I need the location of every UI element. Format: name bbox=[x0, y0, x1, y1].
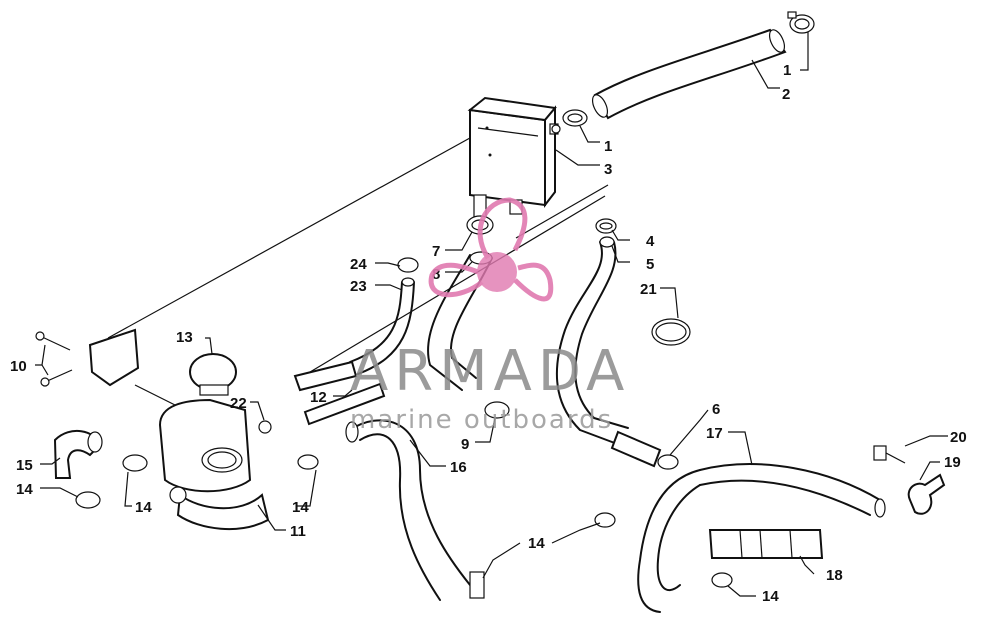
callout-14-c: 14 bbox=[292, 499, 309, 516]
leader-lines bbox=[35, 32, 948, 597]
brand-tagline: marine outboards bbox=[350, 405, 613, 435]
callout-19: 19 bbox=[944, 454, 961, 471]
callout-14-b: 14 bbox=[135, 499, 152, 516]
coolant-tank-3 bbox=[467, 96, 561, 221]
cap-13 bbox=[189, 353, 237, 396]
callout-5: 5 bbox=[646, 256, 654, 273]
callout-8: 8 bbox=[432, 266, 440, 283]
callout-3: 3 bbox=[604, 161, 612, 178]
fitting-22 bbox=[258, 420, 272, 434]
hose-12 bbox=[293, 360, 386, 426]
callout-14-a: 14 bbox=[16, 481, 33, 498]
callout-1-top: 1 bbox=[783, 62, 791, 79]
watermark: ARMADA marine outboards bbox=[350, 197, 630, 435]
callout-10: 10 bbox=[10, 358, 27, 375]
tank-11 bbox=[158, 398, 270, 531]
bracket bbox=[88, 328, 140, 387]
callout-2: 2 bbox=[782, 86, 790, 103]
sleeve-18 bbox=[708, 529, 824, 559]
callout-16: 16 bbox=[450, 459, 467, 476]
hose-17 bbox=[637, 463, 886, 613]
clamp-4 bbox=[595, 218, 617, 234]
hose-5 bbox=[555, 236, 629, 446]
callout-14-d: 14 bbox=[528, 535, 545, 552]
callout-12: 12 bbox=[310, 389, 327, 406]
armada-propeller-logo bbox=[428, 197, 554, 302]
callout-7: 7 bbox=[432, 243, 440, 260]
clamp-1-mid bbox=[562, 109, 588, 127]
callout-11: 11 bbox=[290, 523, 306, 540]
callouts: 1 2 1 3 4 5 21 7 8 24 23 13 10 22 12 9 1… bbox=[10, 62, 967, 605]
callout-17: 17 bbox=[706, 425, 723, 442]
hose-23 bbox=[349, 277, 415, 375]
hose-16 bbox=[345, 419, 485, 601]
callout-14-e: 14 bbox=[762, 588, 779, 605]
callout-18: 18 bbox=[826, 567, 843, 584]
callout-21: 21 bbox=[640, 281, 657, 298]
clamp-1-top bbox=[787, 11, 815, 34]
clamps-14 bbox=[75, 454, 733, 588]
hose-2 bbox=[591, 28, 787, 120]
callout-22: 22 bbox=[230, 395, 247, 412]
elbow-15 bbox=[53, 430, 103, 479]
clamp-9 bbox=[484, 401, 510, 419]
brand-name: ARMADA bbox=[350, 339, 630, 404]
callout-6: 6 bbox=[712, 401, 720, 418]
callout-23: 23 bbox=[350, 278, 367, 295]
bolt-20 bbox=[873, 445, 906, 464]
callout-15: 15 bbox=[16, 457, 33, 474]
callout-9: 9 bbox=[461, 436, 469, 453]
callout-4: 4 bbox=[646, 233, 655, 250]
clamp-6 bbox=[657, 454, 679, 470]
clamp-24 bbox=[397, 257, 419, 273]
callout-13: 13 bbox=[176, 329, 193, 346]
callout-24: 24 bbox=[350, 256, 367, 273]
hose-6-segment bbox=[610, 430, 662, 468]
clip-19 bbox=[907, 473, 946, 515]
callout-1-mid: 1 bbox=[604, 138, 612, 155]
clamp-21 bbox=[651, 318, 691, 346]
callout-20: 20 bbox=[950, 429, 967, 446]
bolts-10 bbox=[35, 331, 73, 387]
